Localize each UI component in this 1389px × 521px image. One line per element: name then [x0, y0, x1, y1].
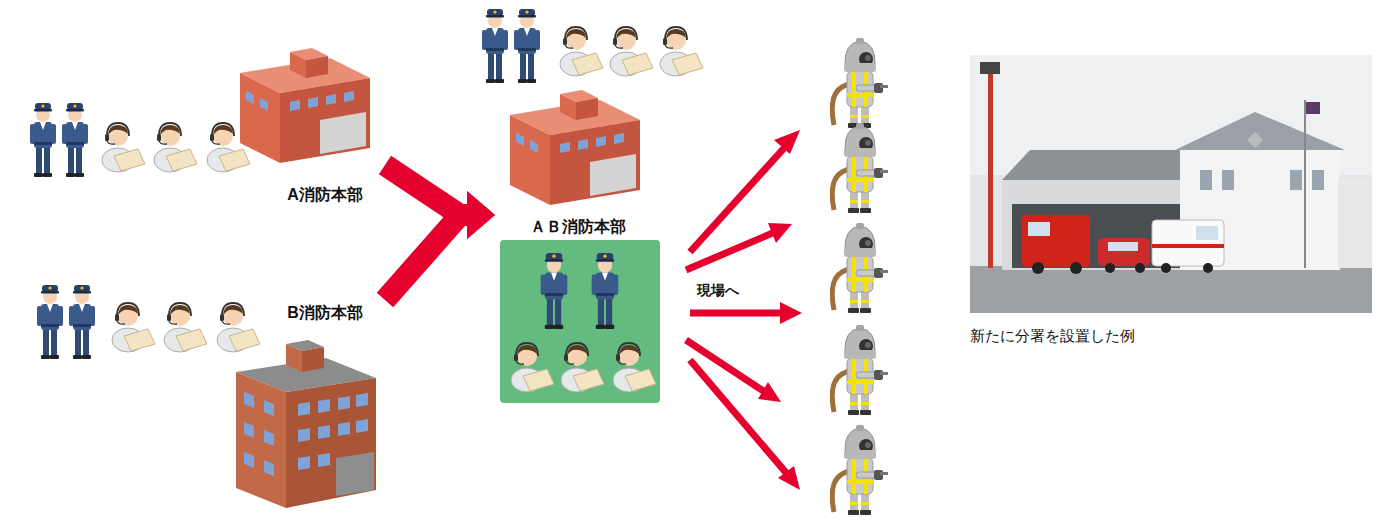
- building-b: [236, 340, 376, 508]
- building-a: [240, 48, 370, 163]
- station-photo: [1200, 170, 1212, 190]
- staff-ab-top: [560, 27, 603, 76]
- station-photo: [1152, 244, 1224, 248]
- station-photo: [1312, 170, 1324, 190]
- firefighters: [832, 38, 888, 515]
- staff-ab-top: [514, 9, 540, 83]
- staff-ab-top: [482, 9, 703, 83]
- station-photo: [1161, 263, 1171, 273]
- dispatch-arrows: [778, 466, 800, 490]
- staff-a: [154, 123, 197, 172]
- building-ab: [510, 90, 640, 205]
- photo-caption: 新たに分署を設置した例: [970, 327, 1135, 345]
- station-photo: [1306, 102, 1320, 114]
- station-photo: [1028, 222, 1050, 236]
- dispatch-arrows: [690, 310, 782, 317]
- arrow-head: [467, 191, 495, 239]
- arrow-label: 現場へ: [697, 282, 739, 299]
- staff-b: [69, 285, 95, 359]
- station-photo: [1108, 242, 1138, 251]
- station-photo: [1196, 226, 1218, 240]
- staff-ab-top: [482, 9, 508, 83]
- station-photo: [1222, 170, 1234, 190]
- station-name: ＡＢ消防本部: [530, 217, 626, 236]
- station-name: B消防本部: [287, 303, 363, 322]
- staff-ab-team: [541, 253, 568, 329]
- station-photo: [1002, 150, 1195, 180]
- station-photo: [970, 55, 1372, 313]
- station-photo: [1290, 170, 1302, 190]
- staff-ab-team: [592, 253, 619, 329]
- station-photo: [1070, 262, 1082, 274]
- station-photo: [1338, 178, 1372, 268]
- firefighters: [832, 223, 888, 313]
- firefighters: [832, 123, 888, 213]
- station-node: A消防本部: [235, 35, 385, 210]
- staff-ab-team: [561, 343, 604, 392]
- firefighters: [832, 325, 888, 415]
- station-name: A消防本部: [287, 185, 363, 204]
- arrow-head: [467, 191, 495, 239]
- merge-arrow: [385, 191, 495, 300]
- station-photo: [1135, 263, 1145, 273]
- dispatch-arrows: [758, 382, 781, 402]
- dispatch-arrows: [686, 232, 775, 270]
- staff-b: [217, 303, 260, 352]
- staff-a: [30, 103, 56, 177]
- station-photo: [1152, 220, 1224, 266]
- arrow-line: [385, 165, 471, 215]
- station-photo: [980, 62, 1000, 74]
- station-photo: [970, 55, 1372, 313]
- firefighters: [832, 38, 888, 128]
- station-photo: [1032, 262, 1044, 274]
- dispatch-arrows: [686, 130, 802, 490]
- station-photo: [1247, 132, 1263, 148]
- station-node: ＡＢ消防本部: [495, 80, 660, 238]
- dispatch-arrows: [690, 360, 788, 475]
- dispatch-arrows: [774, 130, 800, 154]
- station-photo: [970, 266, 1372, 313]
- team-panel: [500, 240, 660, 403]
- station-photo: [988, 72, 993, 268]
- station-photo: [1304, 100, 1306, 268]
- station-photo: [1098, 238, 1150, 266]
- staff-a: [62, 103, 88, 177]
- staff-b: [112, 303, 155, 352]
- station-node: B消防本部: [235, 295, 385, 515]
- staff-ab-team: [511, 343, 554, 392]
- staff-ab-top: [610, 27, 653, 76]
- staff-ab-team: [511, 253, 656, 392]
- staff-ab-top: [660, 27, 703, 76]
- station-photo: [1105, 263, 1115, 273]
- staff-ab-team: [613, 343, 656, 392]
- staff-b: [164, 303, 207, 352]
- staff-a: [102, 123, 145, 172]
- firefighters: [832, 425, 888, 515]
- dispatch-arrows: [780, 302, 802, 324]
- dispatch-arrows: [768, 223, 792, 243]
- station-photo: [1203, 263, 1213, 273]
- station-photo: [1022, 215, 1090, 267]
- staff-b: [37, 285, 260, 359]
- arrow-line: [385, 215, 471, 300]
- staff-b: [37, 285, 63, 359]
- merge-arrow: [385, 165, 495, 239]
- staff-a: [30, 103, 250, 177]
- station-photo: [1175, 112, 1345, 150]
